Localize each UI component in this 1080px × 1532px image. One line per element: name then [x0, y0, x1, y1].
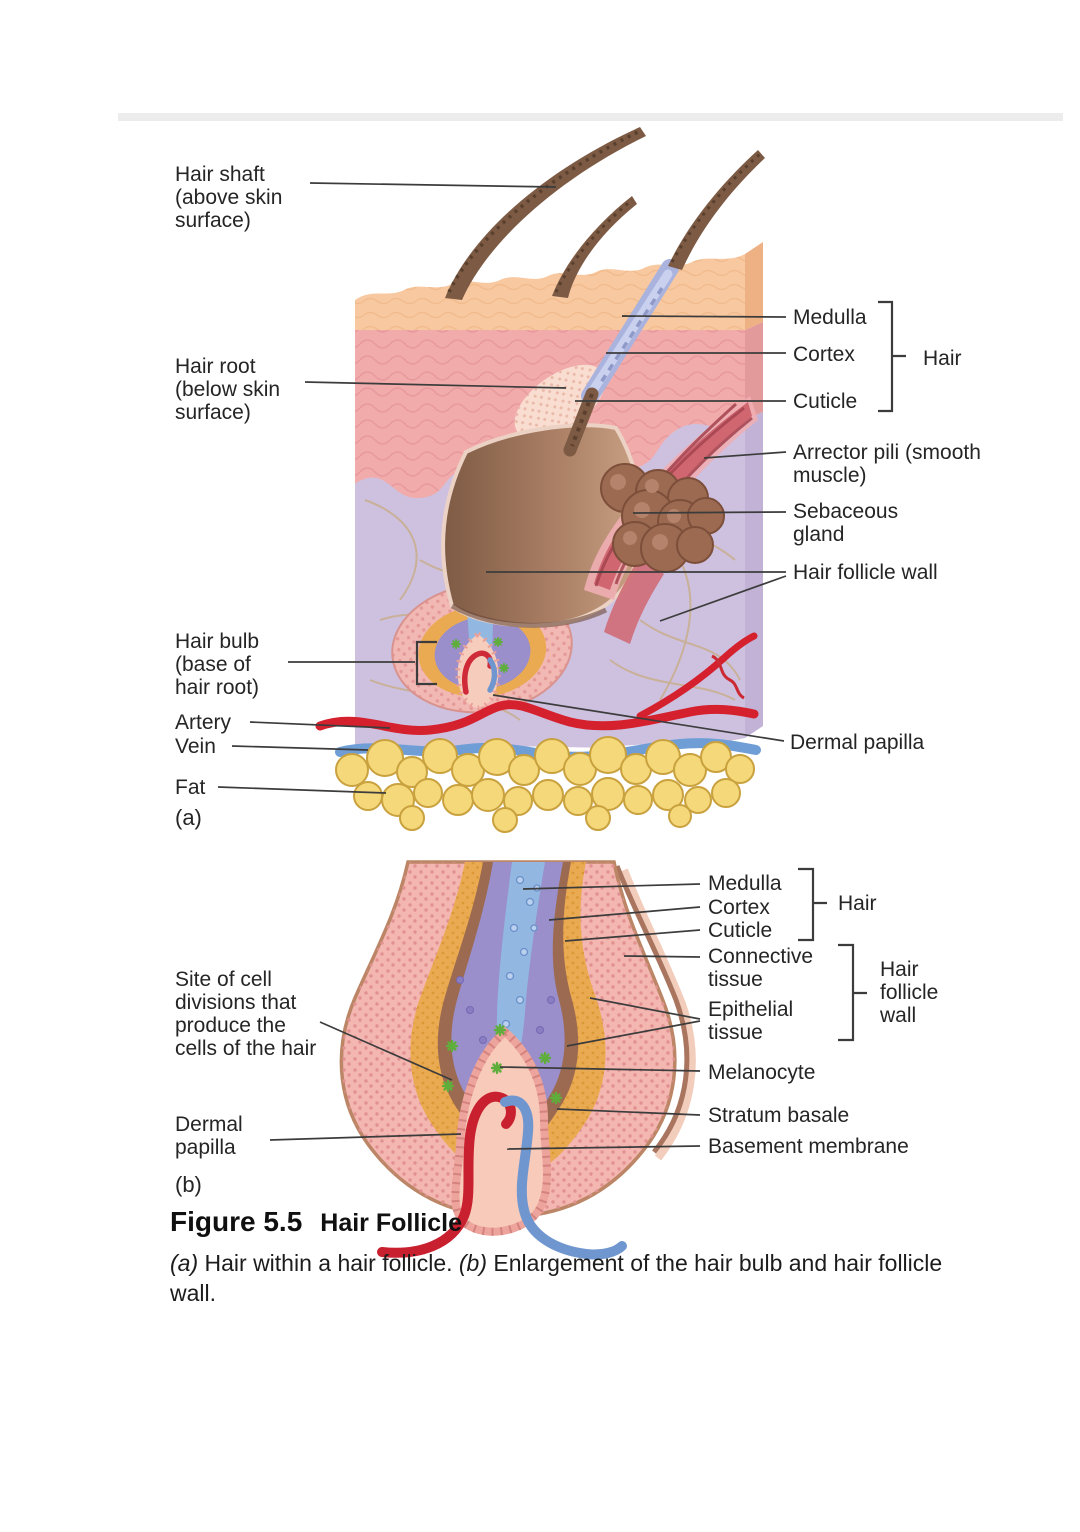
caption-a-text: Hair within a hair follicle.: [198, 1250, 459, 1276]
hair-bulb-bracket: [415, 640, 437, 686]
page-top-edge: [118, 113, 1063, 121]
hair-bracket-a: [878, 300, 906, 413]
fat-globules: [335, 736, 755, 833]
artery-branch: [636, 632, 758, 720]
hair-follicle-wall-bracket: [838, 943, 867, 1042]
epidermis-texture: [355, 254, 745, 330]
figure-caption-text: (a) Hair within a hair follicle. (b) Enl…: [170, 1248, 980, 1308]
sebaceous-gland-shape: [600, 463, 725, 573]
label-medulla-a: Medulla: [793, 306, 867, 329]
label-hair-shaft: Hair shaft (above skin surface): [175, 163, 283, 232]
panel-a-tag: (a): [175, 805, 202, 830]
caption-b-text: Enlargement of the hair bulb and hair fo…: [170, 1250, 943, 1306]
figure-number: Figure 5.5: [170, 1206, 303, 1237]
label-hair-bulb: Hair bulb (base of hair root): [175, 630, 260, 699]
caption-a-tag: (a): [170, 1250, 199, 1276]
label-vein: Vein: [175, 735, 216, 758]
label-cortex-a: Cortex: [793, 343, 855, 366]
label-cuticle-b: Cuticle: [708, 919, 773, 942]
label-fat: Fat: [175, 776, 206, 799]
hair-bracket-b: [798, 867, 827, 942]
label-basement-membrane: Basement membrane: [708, 1135, 909, 1158]
label-epithelial-tissue: Epithelial tissue: [708, 998, 794, 1044]
panel-a-skin-block: [315, 127, 765, 833]
label-stratum-basale: Stratum basale: [708, 1104, 850, 1127]
label-artery: Artery: [175, 711, 232, 734]
outer-brown-rim: [614, 865, 690, 1154]
caption-b-tag: (b): [458, 1250, 488, 1276]
hair-root-sheath: [563, 259, 679, 457]
label-dermal-papilla-a: Dermal papilla: [790, 731, 925, 754]
label-sebaceous-gland: Sebaceous gland: [793, 500, 899, 546]
follicle-funnel: [514, 364, 606, 440]
hair-shafts-above-skin: [445, 127, 765, 300]
label-connective-tissue: Connective tissue: [708, 945, 814, 991]
label-site-of-cell-divisions: Site of cell divisions that produce the …: [175, 968, 317, 1060]
panel-b-hair-bulb: [339, 860, 696, 1260]
label-arrector-pili: Arrector pili (smooth muscle): [793, 441, 981, 487]
leader-lines: [217, 182, 906, 1150]
panel-b-tag: (b): [175, 1172, 202, 1197]
label-melanocyte: Melanocyte: [708, 1061, 816, 1084]
figure-heading: Figure 5.5 Hair Follicle: [170, 1206, 980, 1238]
follicle-shadow: [450, 603, 608, 628]
papilla-vein-a: [487, 657, 498, 693]
label-hair-follicle-wall-b: Hair follicle wall: [880, 958, 939, 1027]
label-hair-bracket-b: Hair: [838, 892, 877, 915]
figure-title: Hair Follicle: [320, 1209, 462, 1237]
label-cortex-b: Cortex: [708, 896, 770, 919]
label-dermal-papilla-b: Dermal papilla: [175, 1113, 243, 1159]
label-hair-bracket-a: Hair: [923, 347, 962, 370]
capillary: [711, 654, 745, 700]
label-hair-root: Hair root (below skin surface): [175, 355, 281, 424]
figure-caption: Figure 5.5 Hair Follicle (a) Hair within…: [170, 1206, 980, 1308]
papilla-vein-b: [500, 1095, 627, 1260]
label-cuticle-a: Cuticle: [793, 390, 858, 413]
block-side-face: [745, 242, 763, 738]
artery-vessel: [315, 700, 759, 735]
label-medulla-b: Medulla: [708, 872, 782, 895]
label-hair-follicle-wall-a: Hair follicle wall: [793, 561, 938, 584]
stratum-basale-rim: [451, 1026, 552, 1236]
